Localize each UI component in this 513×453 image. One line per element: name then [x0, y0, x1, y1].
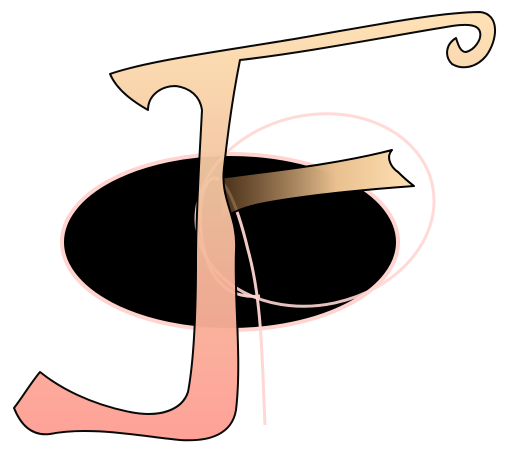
letter-j-glyph: [13, 11, 497, 442]
letter-crossbar: [219, 149, 415, 221]
